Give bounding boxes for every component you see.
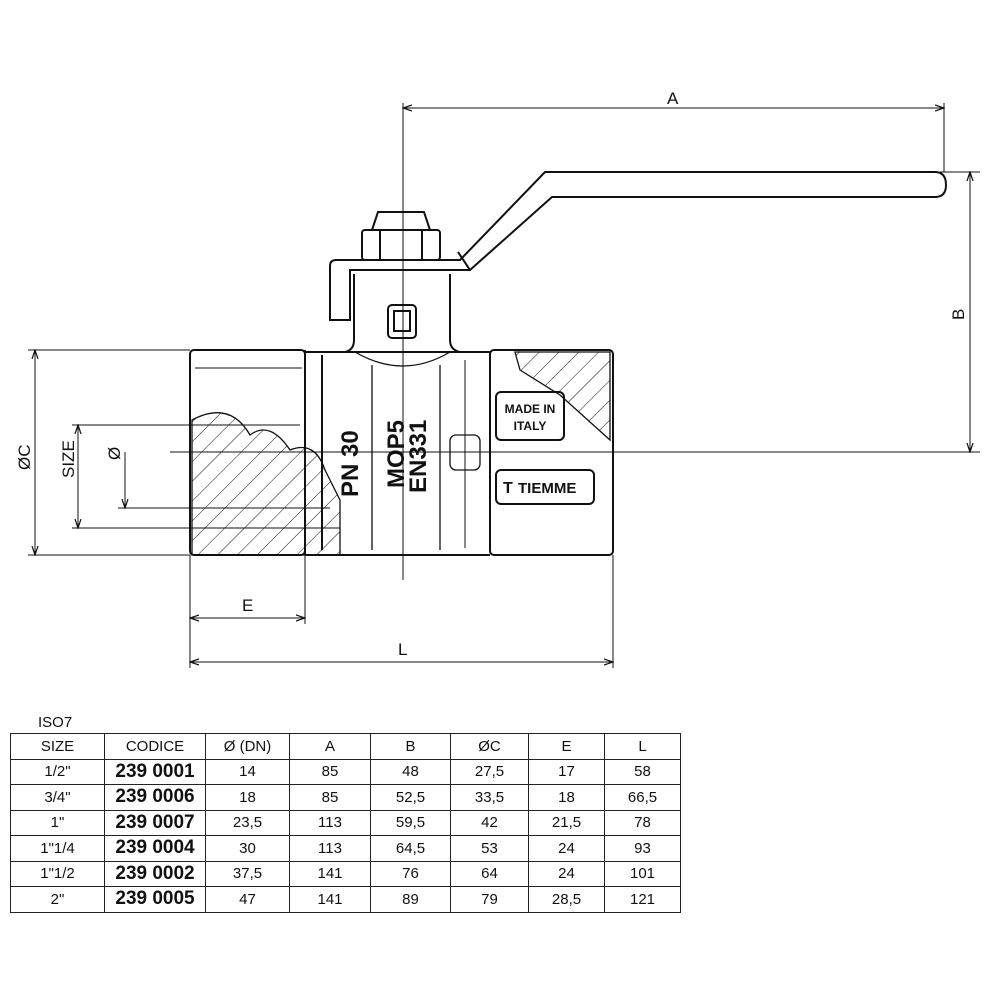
brand-logo: TIEMME	[518, 480, 576, 497]
dim-label-c: ØC	[15, 445, 34, 471]
table-cell: 53	[450, 835, 529, 862]
table-cell: 101	[604, 860, 681, 887]
header-c: ØC	[450, 733, 529, 760]
table-cell: 24	[528, 835, 605, 862]
origin-marking-line2: ITALY	[514, 419, 547, 433]
table-cell: 239 0006	[104, 784, 206, 811]
table-cell: 2"	[10, 886, 105, 913]
table-cell: 59,5	[370, 809, 451, 836]
dim-label-size: SIZE	[59, 440, 78, 478]
table-cell: 47	[205, 886, 290, 913]
dim-label-dn: Ø	[105, 447, 124, 460]
stem-nut	[361, 211, 441, 261]
header-a: A	[289, 733, 371, 760]
table-cell: 23,5	[205, 809, 290, 836]
dim-label-e: E	[242, 596, 253, 615]
table-cell: 1"1/4	[10, 835, 105, 862]
table-cell: 18	[205, 784, 290, 811]
dimensions-table: SIZE CODICE Ø (DN) A B ØC E L 1/2"239 00…	[10, 733, 681, 913]
header-e: E	[528, 733, 605, 760]
table-cell: 66,5	[604, 784, 681, 811]
table-cell: 27,5	[450, 758, 529, 785]
table-cell: 239 0004	[104, 835, 206, 862]
table-cell: 14	[205, 758, 290, 785]
table-cell: 52,5	[370, 784, 451, 811]
table-cell: 1"1/2	[10, 860, 105, 887]
header-l: L	[604, 733, 681, 760]
brand-logo-icon: T	[503, 480, 513, 497]
table-cell: 89	[370, 886, 451, 913]
table-cell: 113	[289, 835, 371, 862]
table-cell: 85	[289, 784, 371, 811]
table-cell: 42	[450, 809, 529, 836]
table-cell: 93	[604, 835, 681, 862]
table-cell: 239 0005	[104, 886, 206, 913]
table-cell: 121	[604, 886, 681, 913]
table-cell: 113	[289, 809, 371, 836]
table-cell: 3/4"	[10, 784, 105, 811]
header-codice: CODICE	[104, 733, 206, 760]
table-cell: 21,5	[528, 809, 605, 836]
left-body-section	[189, 349, 341, 556]
mop-marking: MOP5	[383, 420, 410, 488]
valve-technical-drawing: PN 30 MOP5 EN331 MADE IN ITALY TIEMME T …	[15, 89, 980, 668]
table-cell: 64,5	[370, 835, 451, 862]
table-cell: 85	[289, 758, 371, 785]
table-cell: 239 0001	[104, 758, 206, 785]
table-cell: 24	[528, 860, 605, 887]
header-dn: Ø (DN)	[205, 733, 290, 760]
norm-marking: EN331	[405, 420, 432, 493]
table-cell: 58	[604, 758, 681, 785]
lever-handle	[329, 171, 948, 321]
table-cell: 76	[370, 860, 451, 887]
table-cell: 141	[289, 886, 371, 913]
table-cell: 239 0002	[104, 860, 206, 887]
dim-label-b: B	[949, 309, 968, 320]
table-cell: 28,5	[528, 886, 605, 913]
table-cell: 17	[528, 758, 605, 785]
table-header-row: SIZE CODICE Ø (DN) A B ØC E L	[10, 733, 681, 760]
header-b: B	[370, 733, 451, 760]
table-caption: ISO7	[38, 714, 73, 731]
table-cell: 239 0007	[104, 809, 206, 836]
table-cell: 1"	[10, 809, 105, 836]
table-cell: 64	[450, 860, 529, 887]
table-cell: 48	[370, 758, 451, 785]
table-cell: 78	[604, 809, 681, 836]
pn-marking: PN 30	[337, 430, 364, 497]
table-cell: 37,5	[205, 860, 290, 887]
table-cell: 79	[450, 886, 529, 913]
table-cell: 141	[289, 860, 371, 887]
table-cell: 33,5	[450, 784, 529, 811]
dimension-lines	[28, 103, 980, 668]
origin-marking-line1: MADE IN	[505, 402, 556, 416]
table-cell: 18	[528, 784, 605, 811]
table-cell: 1/2"	[10, 758, 105, 785]
table-cell: 30	[205, 835, 290, 862]
header-size: SIZE	[10, 733, 105, 760]
dim-label-l: L	[398, 640, 407, 659]
centre-body	[305, 351, 490, 556]
dim-label-a: A	[667, 89, 679, 108]
